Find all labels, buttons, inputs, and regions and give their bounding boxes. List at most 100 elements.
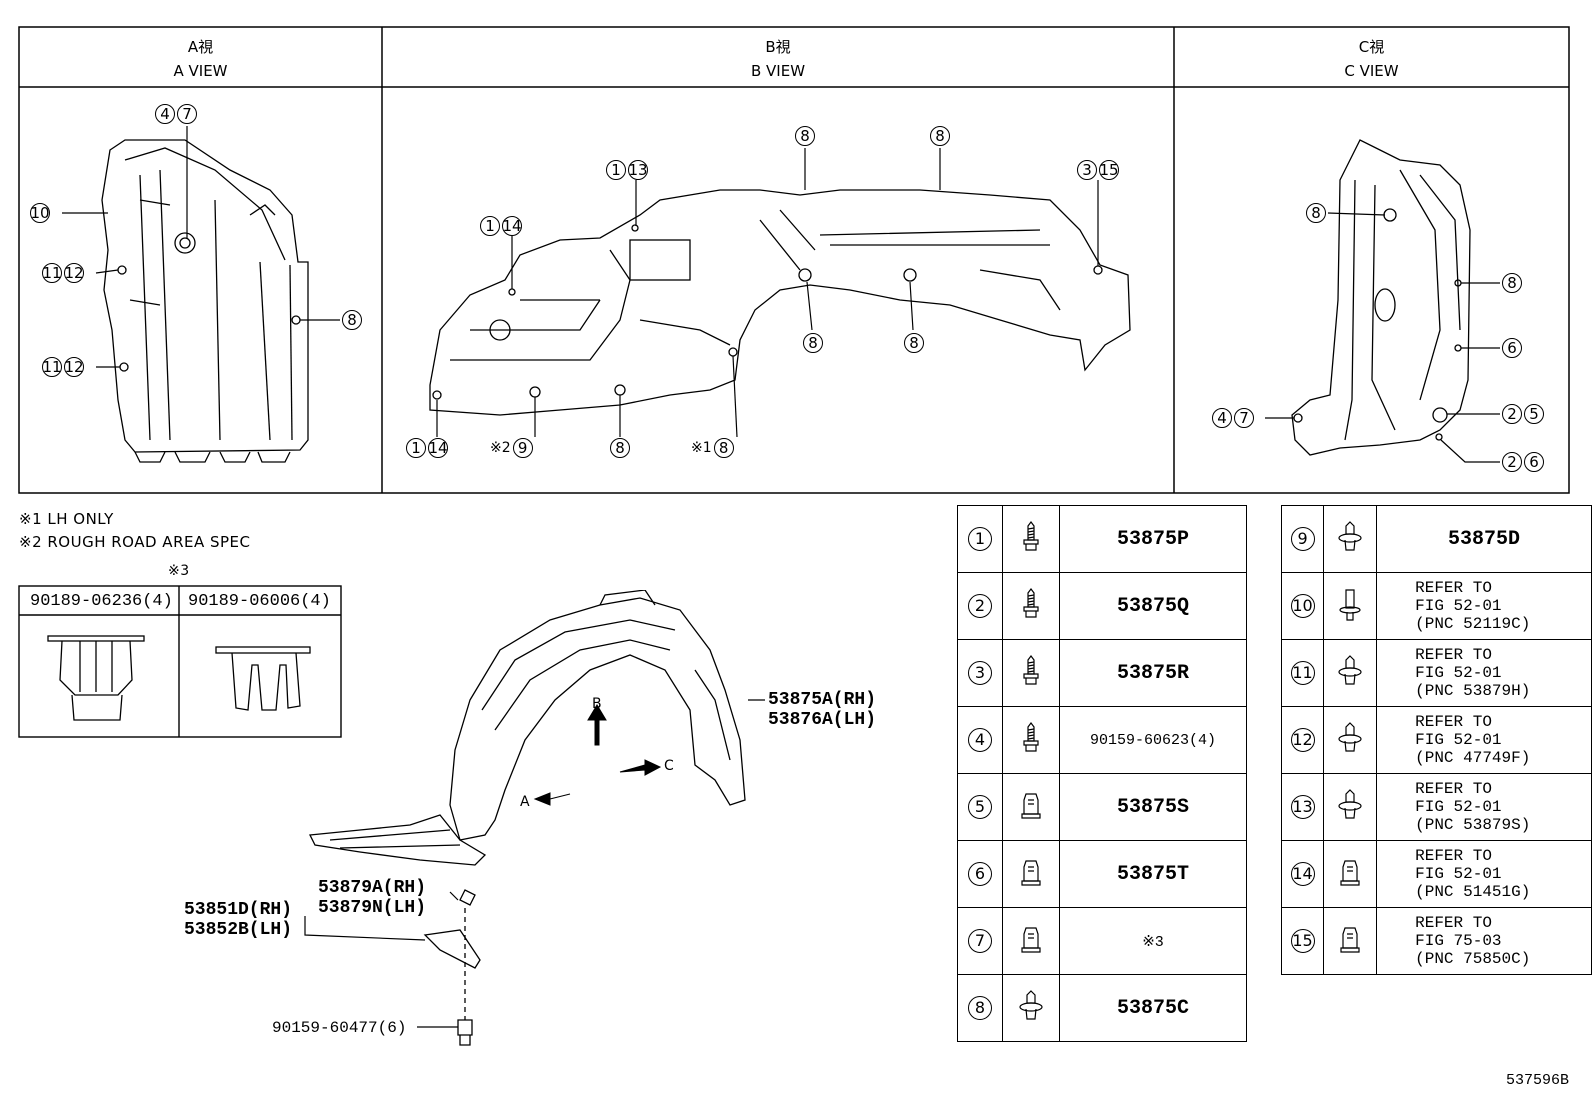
view-a-title-jp: A視 bbox=[187, 38, 214, 56]
push-clip-icon bbox=[215, 646, 311, 711]
nut-icon bbox=[1338, 927, 1362, 958]
liner-rh-pn: 53875A(RH) bbox=[768, 690, 877, 710]
part-icon-cell bbox=[1002, 706, 1060, 774]
view-a-leaders bbox=[62, 126, 340, 368]
callout-a-10: 10 bbox=[30, 203, 50, 223]
part-number-cell: 1 bbox=[957, 505, 1003, 573]
part-number-cell: 6 bbox=[957, 840, 1003, 908]
part-number-cell: 5 bbox=[957, 773, 1003, 841]
clip-right-pn: 90189-06006(4) bbox=[188, 592, 331, 611]
view-b-title-en: B VIEW bbox=[750, 62, 806, 80]
note-lh-only: ※1 LH ONLY bbox=[19, 510, 114, 528]
parts-row: 9 53875D bbox=[1280, 505, 1592, 573]
view-c-drawing bbox=[1291, 139, 1471, 456]
parts-row: 14 REFER TO FIG 52-01 (PNC 51451G) bbox=[1280, 840, 1592, 908]
arrow-b-label: B bbox=[592, 696, 602, 712]
bracket-rh-pn: 53879A(RH) bbox=[318, 878, 427, 898]
nut-icon bbox=[1019, 860, 1043, 891]
part-pn-cell: 53875R bbox=[1059, 639, 1247, 707]
part-icon-cell bbox=[1323, 572, 1378, 640]
part-number-cell: 3 bbox=[957, 639, 1003, 707]
part-icon-cell bbox=[1323, 907, 1378, 975]
part-pn-cell: REFER TO FIG 52-01 (PNC 52119C) bbox=[1376, 572, 1592, 640]
view-a-drawing bbox=[101, 139, 309, 463]
callout-c-8-right: 8 bbox=[1502, 273, 1522, 293]
part-icon-cell bbox=[1323, 840, 1378, 908]
clip-icon bbox=[1017, 990, 1045, 1027]
view-c-title-jp: C視 bbox=[1358, 38, 1385, 56]
rivet-icon bbox=[1338, 589, 1362, 626]
parts-row: 5 53875S bbox=[957, 773, 1247, 841]
part-pn-cell: ※3 bbox=[1059, 907, 1247, 975]
parts-row: 3 53875R bbox=[957, 639, 1247, 707]
callout-b-8-top-left: 8 bbox=[795, 126, 815, 146]
part-number-cell: 2 bbox=[957, 572, 1003, 640]
view-b-title-jp: B視 bbox=[765, 38, 791, 56]
clip-icon bbox=[1336, 655, 1364, 692]
parts-row: 7 ※3 bbox=[957, 907, 1247, 975]
part-number-cell: 9 bbox=[1280, 505, 1325, 573]
part-pn-cell: 53875Q bbox=[1059, 572, 1247, 640]
nut-icon bbox=[1019, 927, 1043, 958]
screw-icon bbox=[1020, 521, 1042, 558]
view-c-title-en: C VIEW bbox=[1344, 62, 1399, 80]
part-icon-cell bbox=[1323, 639, 1378, 707]
clip-table-frame bbox=[18, 585, 342, 738]
arrow-c-label: C bbox=[664, 758, 674, 774]
figure-id: 537596B bbox=[1506, 1072, 1570, 1089]
part-pn-cell: 53875P bbox=[1059, 505, 1247, 573]
note-3-marker: ※3 bbox=[168, 563, 190, 579]
part-index-circle: 13 bbox=[1290, 795, 1315, 819]
part-pn-cell: 53875T bbox=[1059, 840, 1247, 908]
part-icon-cell bbox=[1002, 639, 1060, 707]
part-number-cell: 14 bbox=[1280, 840, 1325, 908]
part-number-cell: 10 bbox=[1280, 572, 1325, 640]
part-index-circle: 7 bbox=[968, 929, 992, 953]
parts-row: 6 53875T bbox=[957, 840, 1247, 908]
part-index-circle: 10 bbox=[1290, 594, 1315, 618]
parts-row: 1 53875P bbox=[957, 505, 1247, 573]
part-icon-cell bbox=[1002, 907, 1060, 975]
clip-icon bbox=[1336, 722, 1364, 759]
part-icon-cell bbox=[1323, 706, 1378, 774]
part-number-cell: 15 bbox=[1280, 907, 1325, 975]
part-icon-cell bbox=[1323, 505, 1378, 573]
callout-b-8-bottom: 8 bbox=[610, 438, 630, 458]
part-number-cell: 8 bbox=[957, 974, 1003, 1042]
parts-table-right: 9 53875D 10 REFER TO FIG 52-01 (PNC 52119C)… bbox=[1280, 505, 1592, 975]
part-icon-cell bbox=[1002, 505, 1060, 573]
part-index-circle: 9 bbox=[1290, 527, 1315, 551]
part-index-circle: 3 bbox=[968, 661, 992, 685]
part-number-cell: 11 bbox=[1280, 639, 1325, 707]
callout-a-8: 8 bbox=[342, 310, 362, 330]
part-index-circle: 2 bbox=[968, 594, 992, 618]
bracket-lh-pn: 53879N(LH) bbox=[318, 898, 427, 918]
part-number-cell: 4 bbox=[957, 706, 1003, 774]
note-rough-road: ※2 ROUGH ROAD AREA SPEC bbox=[19, 533, 251, 551]
part-pn-cell: REFER TO FIG 52-01 (PNC 51451G) bbox=[1376, 840, 1592, 908]
screw-icon bbox=[1020, 588, 1042, 625]
part-index-circle: 12 bbox=[1290, 728, 1315, 752]
clip-icon bbox=[1336, 521, 1364, 558]
nut-icon bbox=[1338, 860, 1362, 891]
parts-row: 13 REFER TO FIG 52-01 (PNC 53879S) bbox=[1280, 773, 1592, 841]
part-index-circle: 4 bbox=[968, 728, 992, 752]
shield-rh-pn: 53851D(RH) bbox=[184, 900, 293, 920]
part-pn-cell: 53875S bbox=[1059, 773, 1247, 841]
part-pn-cell: 53875D bbox=[1376, 505, 1592, 573]
clip-icon bbox=[1336, 789, 1364, 826]
part-pn-cell: REFER TO FIG 52-01 (PNC 53879S) bbox=[1376, 773, 1592, 841]
